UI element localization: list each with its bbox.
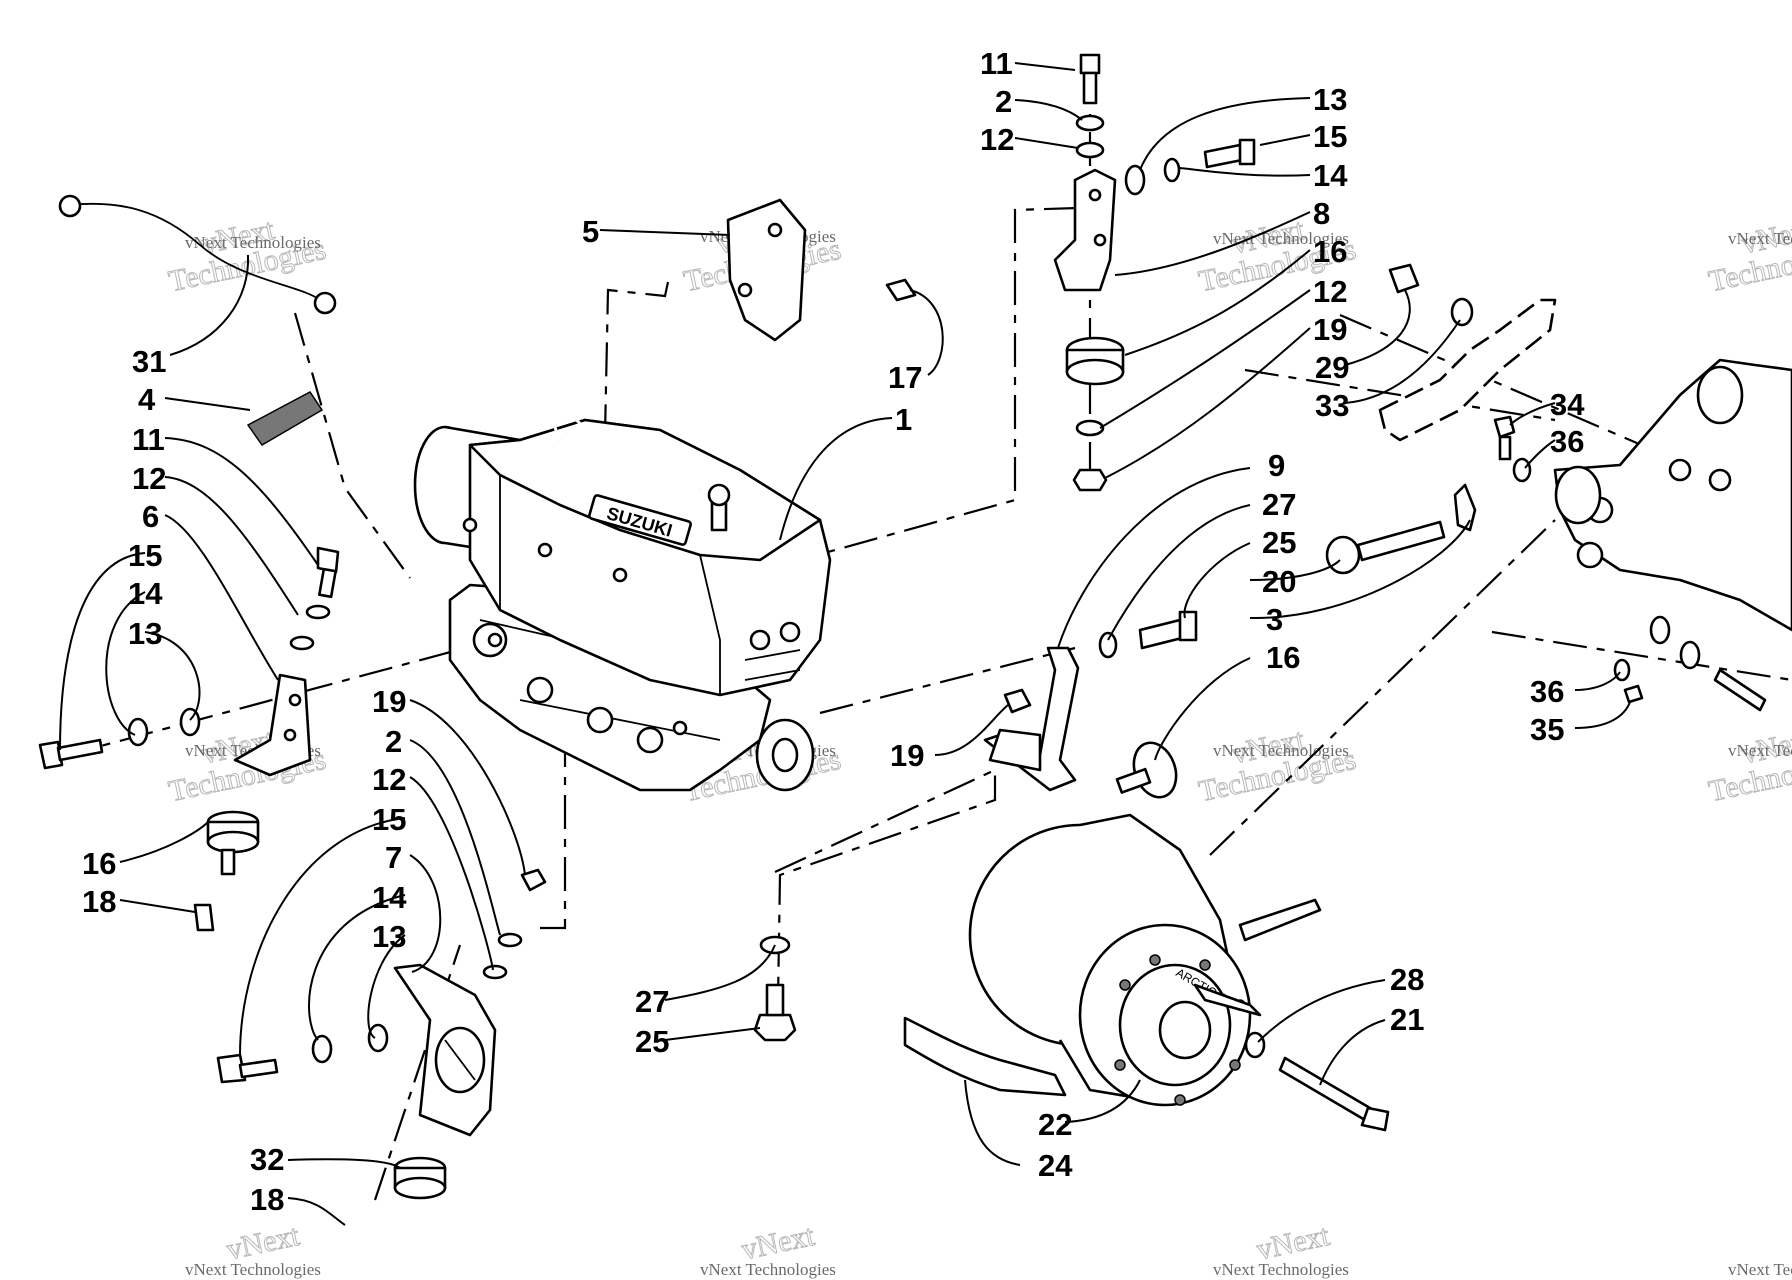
callout-19: 19 [890, 738, 924, 773]
callout-11: 11 [132, 422, 165, 457]
callout-13: 13 [372, 919, 406, 954]
watermark-small: vNext Technologies [1213, 229, 1349, 248]
watermark: vNext Technologies [1705, 212, 1792, 298]
engine: SUZUKI [413, 412, 832, 792]
callout-4: 4 [138, 382, 156, 417]
callout-9: 9 [1268, 448, 1285, 483]
callout-15: 15 [372, 802, 406, 837]
callout-8: 8 [1313, 196, 1330, 231]
watermark: vNext Technologies [1705, 722, 1792, 808]
watermark-small: vNext Technologies [700, 1260, 836, 1279]
watermark-small: vNext Technologies [1213, 741, 1349, 760]
callout-16: 16 [82, 846, 116, 881]
watermark-small: vNext Technologies [1728, 1260, 1792, 1279]
callout-31: 31 [132, 344, 166, 379]
callouts: 11 2 12 13 15 14 8 16 12 19 5 17 1 31 4 … [82, 46, 1585, 1217]
callout-2: 2 [385, 724, 402, 759]
callout-18: 18 [82, 884, 116, 919]
callout-15: 15 [1313, 119, 1347, 154]
callout-27: 27 [1262, 487, 1296, 522]
callout-24: 24 [1038, 1148, 1073, 1183]
callout-11: 11 [980, 46, 1013, 81]
callout-12: 12 [372, 762, 406, 797]
callout-18: 18 [250, 1182, 284, 1217]
callout-6: 6 [142, 499, 159, 534]
watermark-small: vNext Technologies [1728, 229, 1792, 248]
callout-15: 15 [128, 538, 162, 573]
callout-12: 12 [1313, 274, 1347, 309]
callout-36: 36 [1530, 674, 1564, 709]
watermark-small: vNext Technologies [185, 1260, 321, 1279]
callout-25: 25 [635, 1024, 669, 1059]
callout-21: 21 [1390, 1002, 1424, 1037]
callout-29: 29 [1315, 350, 1349, 385]
callout-28: 28 [1390, 962, 1424, 997]
watermark-small: vNext Technologies [1728, 741, 1792, 760]
callout-3: 3 [1266, 602, 1283, 637]
callout-32: 32 [250, 1142, 284, 1177]
callout-2: 2 [995, 84, 1012, 119]
callout-14: 14 [128, 576, 163, 611]
callout-35: 35 [1530, 712, 1564, 747]
callout-12: 12 [980, 122, 1014, 157]
callout-34: 34 [1550, 387, 1585, 422]
callout-36: 36 [1550, 424, 1584, 459]
callout-13: 13 [1313, 82, 1347, 117]
callout-25: 25 [1262, 525, 1296, 560]
callout-14: 14 [372, 880, 407, 915]
hardware [38, 53, 1792, 1200]
callout-19: 19 [372, 684, 406, 719]
callout-16: 16 [1313, 234, 1347, 269]
callout-22: 22 [1038, 1107, 1072, 1142]
callout-12: 12 [132, 461, 166, 496]
callout-16: 16 [1266, 640, 1300, 675]
assembly-lines [59, 70, 1792, 1201]
callout-14: 14 [1313, 158, 1348, 193]
watermark-small: vNext Technologies [185, 233, 321, 252]
drive-clutch: ARCTIC CAT [903, 813, 1390, 1132]
callout-7: 7 [385, 840, 402, 875]
watermark-small: vNext Technologies [1213, 1260, 1349, 1279]
callout-19: 19 [1313, 312, 1347, 347]
callout-17: 17 [888, 360, 922, 395]
callout-1: 1 [895, 402, 912, 437]
callout-27: 27 [635, 984, 669, 1019]
leader-lines [59, 62, 1631, 1226]
callout-20: 20 [1262, 564, 1296, 599]
callout-33: 33 [1315, 388, 1349, 423]
callout-5: 5 [582, 214, 599, 249]
callout-13: 13 [128, 616, 162, 651]
